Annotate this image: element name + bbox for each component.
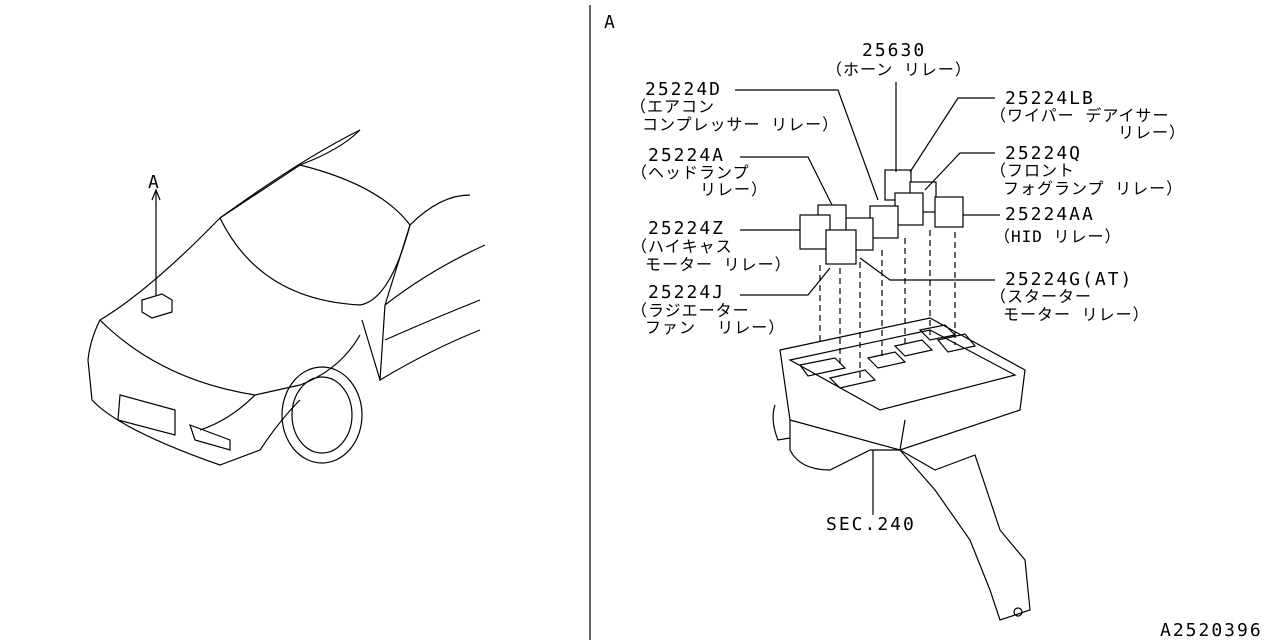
- callout-description: （HID リレー）: [994, 227, 1122, 246]
- callout-part-number: 25630: [862, 40, 927, 61]
- diagram-id: A2520396: [1160, 620, 1263, 640]
- callout-description: （ホーン リレー）: [826, 60, 972, 79]
- callout-description: モーター リレー）: [645, 255, 792, 274]
- callout-description: （フロント: [990, 161, 1076, 180]
- callout-part-number: 25224Q: [1005, 143, 1083, 164]
- callout-description: （ハイキャス: [631, 237, 733, 256]
- callout-description: コンプレッサー リレー）: [642, 115, 840, 134]
- callout-part-number: 25224D: [645, 79, 723, 100]
- dashed-guides: [819, 230, 956, 380]
- callout-description: ファン リレー）: [645, 318, 786, 337]
- callout-description: （スターター: [990, 287, 1093, 306]
- callout-part-number: 25224A: [648, 145, 726, 166]
- callout-description: （ヘッドランプ: [631, 163, 750, 182]
- car-outline: [87, 129, 486, 466]
- callout-part-number: 25224J: [648, 282, 726, 303]
- relays: [799, 169, 964, 265]
- callout-description: モーター リレー）: [1003, 305, 1150, 324]
- callout-part-number: 25224Z: [648, 218, 726, 239]
- callout-description: フォグランプ リレー）: [1003, 179, 1184, 198]
- callout-part-number: 25224G(AT): [1005, 269, 1134, 290]
- callout-description: リレー）: [1118, 123, 1187, 142]
- section-reference: SEC.240: [826, 514, 916, 535]
- callout-description: リレー）: [700, 180, 769, 199]
- callout-description: （ラジエーター: [631, 301, 750, 320]
- relay-box: [772, 317, 1031, 621]
- callout-part-number: 25224AA: [1005, 204, 1095, 225]
- callout-description: （ワイパー デアイサー: [990, 106, 1170, 125]
- callout-part-number: 25224LB: [1005, 88, 1095, 109]
- detail-view-label: A: [604, 12, 617, 33]
- overview-view-label: A: [148, 172, 161, 193]
- callout-description: （エアコン: [630, 97, 716, 116]
- leader-lines: [735, 82, 1000, 515]
